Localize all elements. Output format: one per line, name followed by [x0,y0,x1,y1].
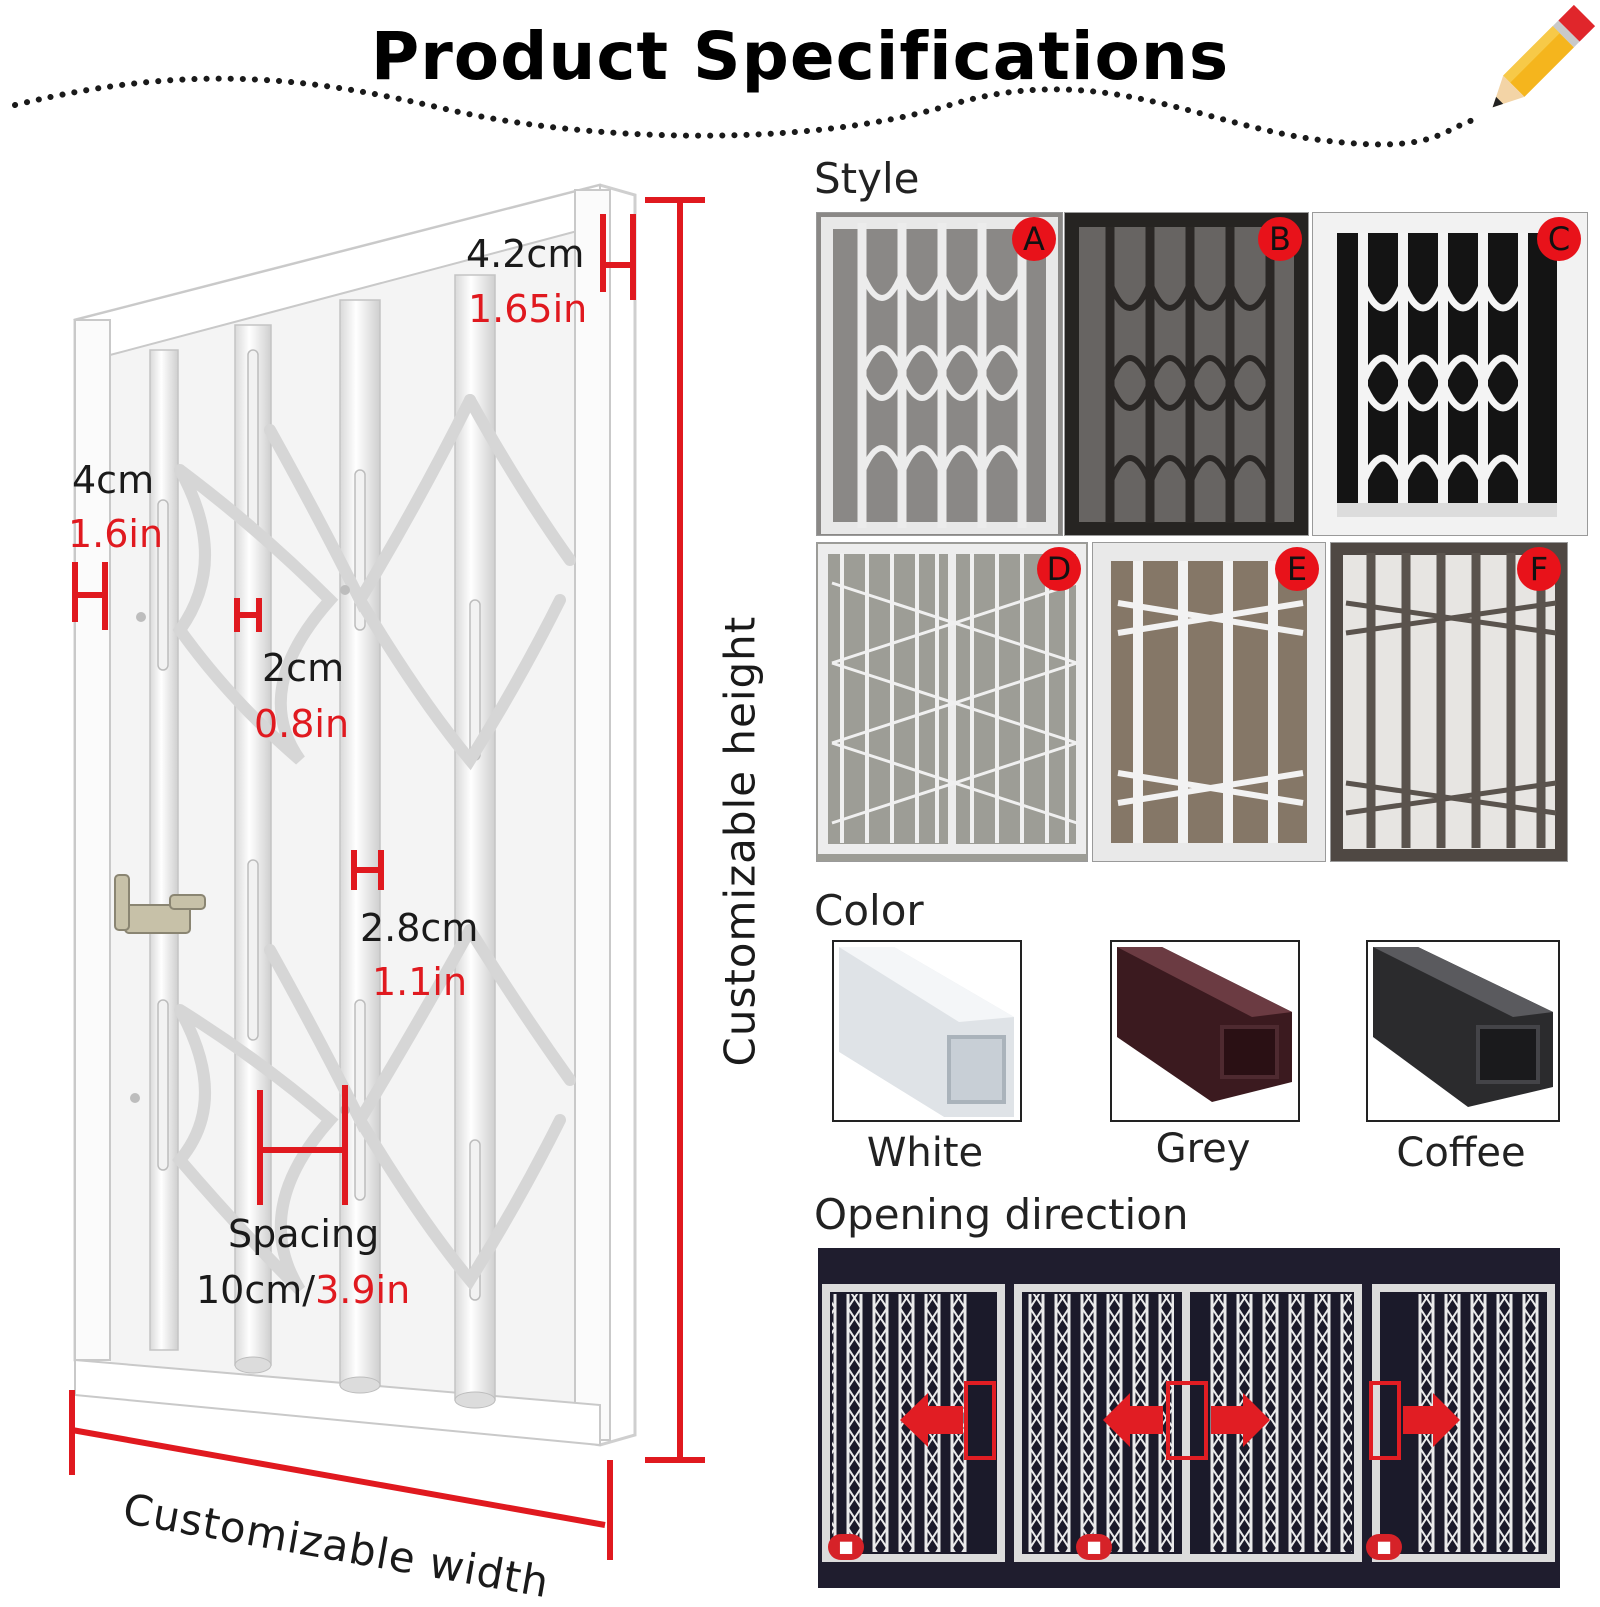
spacing-label: Spacing [228,1212,380,1256]
opening-direction-label: Opening direction [814,1190,1189,1239]
arrow-icon [900,1393,1460,1447]
style-option-f[interactable]: F [1330,542,1568,862]
color-name-white: White [866,1130,984,1176]
side-frame-cm: 4cm [72,458,155,502]
height-label: Customizable height [715,615,765,1067]
gate-photo [1093,543,1325,861]
gate-photo [817,213,1062,535]
profile-grey [1112,942,1298,1120]
spacing-in: 3.9in [315,1268,411,1312]
gate-photo [1065,213,1308,535]
color-name-grey: Grey [1155,1126,1251,1172]
color-swatch-white[interactable] [832,940,1022,1122]
spacing-value: 10cm/3.9in [196,1268,410,1312]
decorative-dotted-line [12,75,1483,148]
lock-icon[interactable]: ■ [1366,1534,1402,1560]
latch [114,874,206,934]
spacing-cm: 10cm/ [196,1268,316,1312]
style-badge-e: E [1275,547,1319,591]
style-badge-a: A [1012,217,1056,261]
opening-direction-gates [822,1284,1555,1562]
color-swatch-coffee[interactable] [1366,940,1560,1122]
style-option-b[interactable]: B [1064,212,1309,536]
profile-coffee [1368,942,1558,1120]
style-badge-f: F [1517,547,1561,591]
bar-b-in: 1.1in [372,960,468,1004]
side-frame-in: 1.6in [68,512,164,556]
bar-b-cm: 2.8cm [360,906,479,950]
page-title: Product Specifications [370,18,1230,95]
top-frame-in: 1.65in [468,287,588,331]
top-frame-cm: 4.2cm [466,232,585,276]
pencil-icon [1492,4,1596,108]
style-option-d[interactable]: D [816,542,1088,862]
color-label: Color [814,886,924,935]
gate-photo [817,543,1087,861]
gate-diagram [69,183,705,1560]
lock-icon[interactable]: ■ [1076,1534,1112,1560]
gate-photo [1331,543,1567,861]
style-option-a[interactable]: A [816,212,1063,536]
color-swatch-grey[interactable] [1110,940,1300,1122]
style-option-e[interactable]: E [1092,542,1326,862]
lock-icon[interactable]: ■ [828,1534,864,1560]
style-badge-c: C [1537,217,1581,261]
gate-photo [1313,213,1587,535]
style-option-c[interactable]: C [1312,212,1588,536]
bar-a-cm: 2cm [262,646,345,690]
style-label: Style [814,154,920,203]
style-badge-d: D [1037,547,1081,591]
style-badge-b: B [1258,217,1302,261]
opening-direction-panel: ■ ■ ■ [818,1248,1560,1588]
bar-a-in: 0.8in [254,702,350,746]
profile-white [834,942,1020,1120]
color-name-coffee: Coffee [1396,1130,1526,1176]
